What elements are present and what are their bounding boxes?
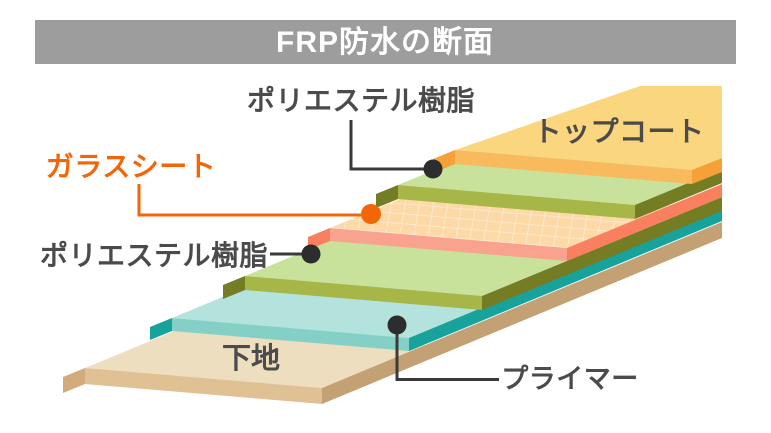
- glass-sheet-left-face: [308, 228, 330, 250]
- base-layer-front-face: [85, 368, 322, 404]
- polyester-upper-label: ポリエステル樹脂: [247, 85, 475, 116]
- primer-label: プライマー: [501, 364, 639, 394]
- polyester-upper-dot: [423, 159, 443, 179]
- title-bar: [35, 20, 736, 64]
- polyester-lower-label: ポリエステル樹脂: [40, 240, 268, 271]
- topcoat-layer-top-face: [455, 86, 722, 170]
- polyester-lower-front-face: [245, 276, 482, 310]
- base-label: 下地: [222, 342, 280, 375]
- glass-sheet-side-band: [567, 184, 722, 261]
- glass-sheet-label: ガラスシート: [46, 151, 216, 182]
- polyester-upper-front-face: [398, 185, 635, 219]
- topcoat-label: トップコート: [533, 116, 704, 147]
- polyester-upper-connector-line: [349, 120, 424, 171]
- polyester-upper-left-face: [376, 185, 398, 208]
- primer-layer-side-band: [409, 208, 722, 351]
- primer-layer-front-face: [172, 318, 409, 351]
- base-layer-left-face: [63, 368, 85, 393]
- polyester-lower-dot: [301, 244, 321, 264]
- glass-sheet-front-face: [330, 228, 567, 261]
- base-layer-side-band: [322, 222, 722, 404]
- page-title: FRP防水の断面: [276, 26, 494, 59]
- topcoat-layer-side-band: [692, 158, 722, 184]
- primer-connector-line: [395, 330, 499, 381]
- topcoat-layer-front-face: [455, 150, 692, 184]
- glass-sheet-dot: [361, 204, 381, 224]
- polyester-lower-side-band: [482, 197, 722, 310]
- layer-stack: [63, 86, 722, 404]
- polyester-lower-left-face: [223, 276, 245, 299]
- polyester-upper-side-band: [635, 169, 722, 219]
- primer-layer-left-face: [150, 318, 172, 340]
- primer-dot: [387, 315, 407, 335]
- glass-sheet-connector-line: [137, 184, 361, 217]
